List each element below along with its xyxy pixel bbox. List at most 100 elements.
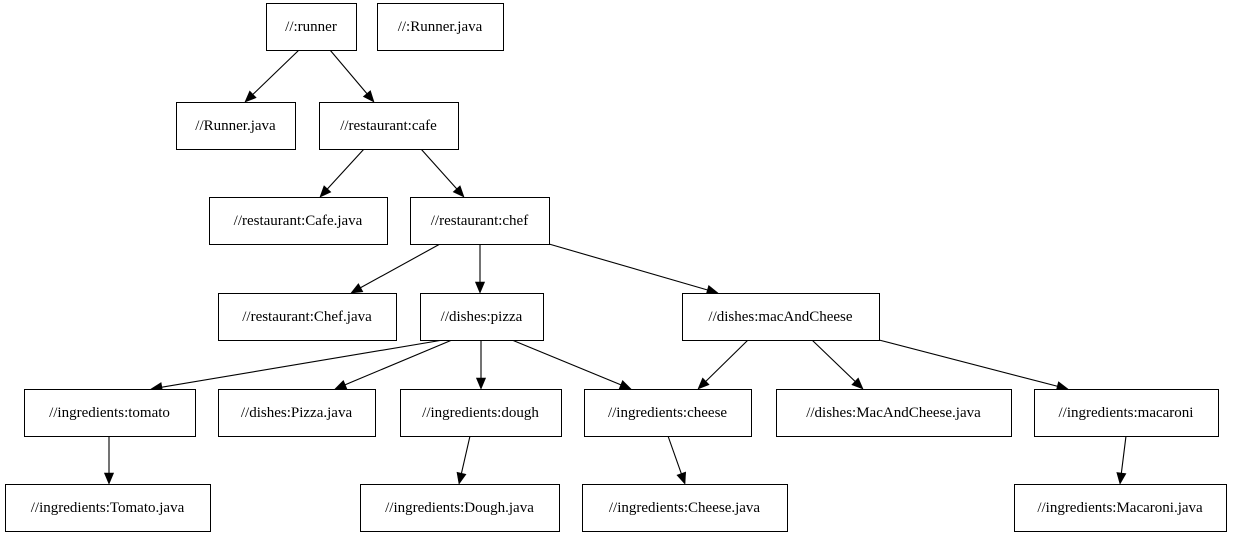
edge-line [326, 148, 365, 191]
graph-edge [244, 49, 300, 103]
edge-line [420, 148, 459, 191]
edge-arrowhead [474, 281, 486, 294]
node-box[interactable] [400, 389, 562, 437]
node-box[interactable] [5, 484, 211, 532]
node-box[interactable] [218, 389, 376, 437]
graph-edge [319, 148, 365, 198]
graph-edge [456, 435, 471, 485]
edge-arrowhead [103, 472, 115, 485]
graph-node-ingredients-macaroni[interactable]: //ingredients:macaroni [1034, 389, 1219, 437]
graph-node-restaurant-chef[interactable]: //restaurant:chef [410, 197, 550, 245]
edge-arrowhead [475, 377, 487, 390]
graph-node-dishes-pizza-java[interactable]: //dishes:Pizza.java [218, 389, 376, 437]
graph-node-root-runner-java[interactable]: //:Runner.java [377, 3, 504, 51]
node-box[interactable] [410, 197, 550, 245]
graph-edge [474, 244, 486, 294]
node-label: //dishes:MacAndCheese.java [806, 405, 981, 421]
node-label: //ingredients:Cheese.java [609, 500, 761, 516]
node-box[interactable] [209, 197, 388, 245]
edge-arrowhead [452, 185, 465, 198]
graph-node-ingredients-macaroni-java[interactable]: //ingredients:Macaroni.java [1014, 484, 1227, 532]
graph-edge [878, 339, 1069, 392]
edge-arrowhead [1116, 472, 1127, 485]
node-label: //:Runner.java [398, 19, 483, 35]
node-label: //ingredients:tomato [49, 405, 170, 421]
graph-edge [667, 435, 686, 485]
node-label: //dishes:Pizza.java [241, 405, 353, 421]
edge-line [511, 339, 623, 386]
graph-edge [350, 243, 441, 294]
graph-edge [329, 49, 375, 103]
graph-node-dishes-pizza[interactable]: //dishes:pizza [420, 293, 544, 341]
node-label: //ingredients:cheese [608, 405, 727, 421]
node-label: //restaurant:Chef.java [242, 309, 372, 325]
node-box[interactable] [584, 389, 752, 437]
graph-edge [1116, 435, 1127, 485]
graph-edge [150, 339, 444, 393]
graph-edge [697, 339, 749, 390]
node-label: //ingredients:Tomato.java [31, 500, 185, 516]
edge-line [811, 339, 857, 383]
edge-line [160, 339, 444, 388]
graph-node-runner-java[interactable]: //Runner.java [176, 102, 296, 150]
graph-node-ingredients-cheese-java[interactable]: //ingredients:Cheese.java [582, 484, 788, 532]
graph-node-ingredients-cheese[interactable]: //ingredients:cheese [584, 389, 752, 437]
node-label: //Runner.java [195, 118, 276, 134]
nodes-layer: //:runner //:Runner.java //Runner.java //re… [5, 3, 1227, 532]
graph-edge [420, 148, 465, 198]
edge-arrowhead [697, 377, 710, 390]
node-label: //restaurant:chef [431, 213, 528, 229]
graph-node-restaurant-cafe-java[interactable]: //restaurant:Cafe.java [209, 197, 388, 245]
graph-edge [811, 339, 864, 390]
edge-arrowhead [362, 90, 375, 103]
edge-line [343, 339, 453, 386]
graph-edge [475, 340, 487, 390]
node-box[interactable] [582, 484, 788, 532]
node-box[interactable] [377, 3, 504, 51]
edge-arrowhead [676, 471, 686, 485]
node-box[interactable] [1034, 389, 1219, 437]
node-box[interactable] [1014, 484, 1227, 532]
node-box[interactable] [266, 3, 357, 51]
node-box[interactable] [682, 293, 880, 341]
edge-arrowhead [244, 90, 257, 103]
edge-line [704, 339, 749, 383]
edge-line [359, 243, 441, 289]
graph-edge [103, 436, 115, 485]
graph-node-ingredients-dough-java[interactable]: //ingredients:Dough.java [360, 484, 560, 532]
edge-arrowhead [618, 380, 632, 390]
node-label: //restaurant:cafe [340, 118, 437, 134]
edge-line [548, 243, 710, 291]
node-box[interactable] [218, 293, 397, 341]
graph-node-restaurant-cafe[interactable]: //restaurant:cafe [319, 102, 459, 150]
graph-edge [548, 243, 719, 295]
edge-line [878, 339, 1059, 388]
node-label: //dishes:macAndCheese [708, 309, 852, 325]
node-box[interactable] [420, 293, 544, 341]
graph-node-runner[interactable]: //:runner [266, 3, 357, 51]
node-box[interactable] [360, 484, 560, 532]
edge-arrowhead [350, 283, 364, 294]
node-box[interactable] [24, 389, 196, 437]
edge-arrowhead [319, 185, 332, 198]
node-label: //ingredients:dough [422, 405, 539, 421]
node-label: //ingredients:Macaroni.java [1037, 500, 1203, 516]
edge-line [329, 49, 369, 96]
edge-line [667, 435, 683, 476]
node-box[interactable] [776, 389, 1012, 437]
edge-line [251, 49, 300, 96]
graph-edge [334, 339, 453, 390]
edge-line [1120, 435, 1127, 475]
edge-arrowhead [334, 379, 348, 390]
node-box[interactable] [319, 102, 459, 150]
graph-node-restaurant-chef-java[interactable]: //restaurant:Chef.java [218, 293, 397, 341]
graph-node-dishes-mac-java[interactable]: //dishes:MacAndCheese.java [776, 389, 1012, 437]
node-box[interactable] [176, 102, 296, 150]
graph-node-ingredients-tomato[interactable]: //ingredients:tomato [24, 389, 196, 437]
graph-node-dishes-macandcheese[interactable]: //dishes:macAndCheese [682, 293, 880, 341]
graph-node-ingredients-tomato-java[interactable]: //ingredients:Tomato.java [5, 484, 211, 532]
edge-arrowhead [851, 377, 864, 390]
graph-node-ingredients-dough[interactable]: //ingredients:dough [400, 389, 562, 437]
edge-line [460, 435, 471, 475]
